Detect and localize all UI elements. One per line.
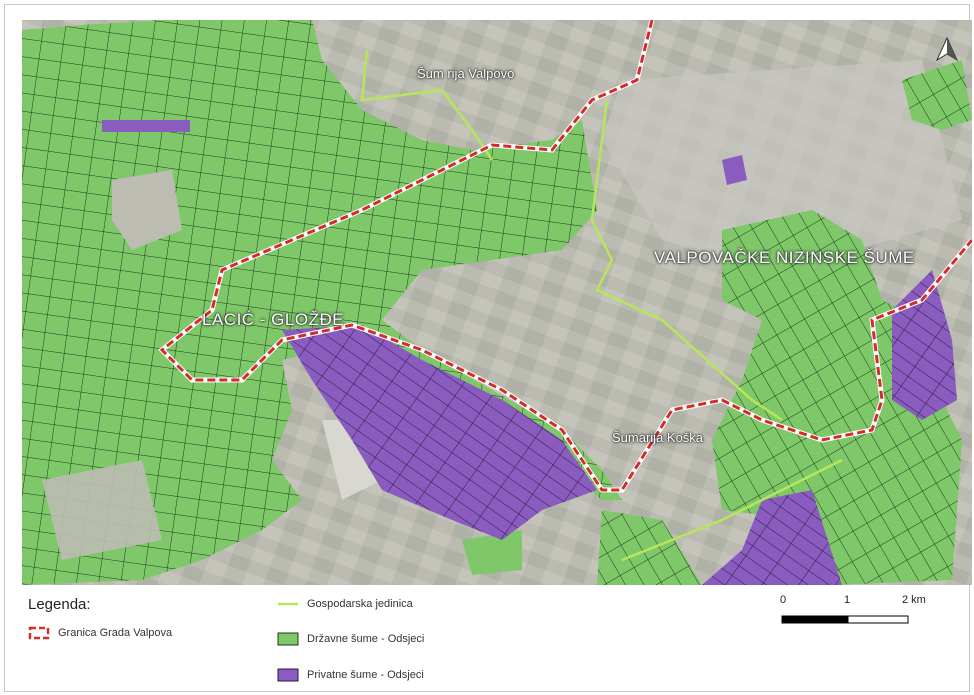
scale-bar-graphic [781,615,909,624]
label-valpovacke-nizinske-sume: VALPOVAČKE NIZINSKE ŠUME [654,248,915,267]
north-arrow-icon [935,36,959,62]
scale-bar: 0 1 2 km [780,594,940,634]
legend-item-state-forest: Državne šume - Odsjeci [277,632,424,646]
label-sumarija-koska: Šumarija Koška [612,430,704,445]
label-lacic-glozde: LACIĆ - GLOŽĐE [202,310,345,329]
green-swatch [277,632,299,646]
forest-map[interactable]: Šum rija Valpovo Šumarija Koška VALPOVAČ… [22,20,972,585]
purple-swatch [277,668,299,682]
label-sumarija-valpovo: Šum rija Valpovo [417,66,515,81]
management-unit-line [360,49,783,422]
scale-tick-0: 0 [780,594,787,606]
legend-label: Granica Grada Valpova [58,627,173,639]
scale-tick-1: 1 [844,594,851,606]
private-forest-areas [102,120,957,585]
legend-item-city-boundary: Granica Grada Valpova [28,626,172,640]
legend-title: Legenda: [28,596,91,613]
map-legend: Legenda: Granica Grada Valpova Gospodars… [22,588,972,690]
legend-label: Gospodarska jedinica [307,598,413,610]
legend-label: Privatne šume - Odsjeci [307,669,424,681]
legend-label: Državne šume - Odsjeci [307,633,425,645]
state-forest-areas [22,20,972,585]
legend-item-private-forest: Privatne šume - Odsjeci [277,668,424,682]
scale-tick-2: 2 km [902,594,926,606]
urban-area [602,60,962,270]
legend-item-management-unit: Gospodarska jedinica [277,598,413,610]
boundary-swatch [28,626,50,640]
line-swatch [278,602,298,606]
map-canvas [22,20,972,585]
